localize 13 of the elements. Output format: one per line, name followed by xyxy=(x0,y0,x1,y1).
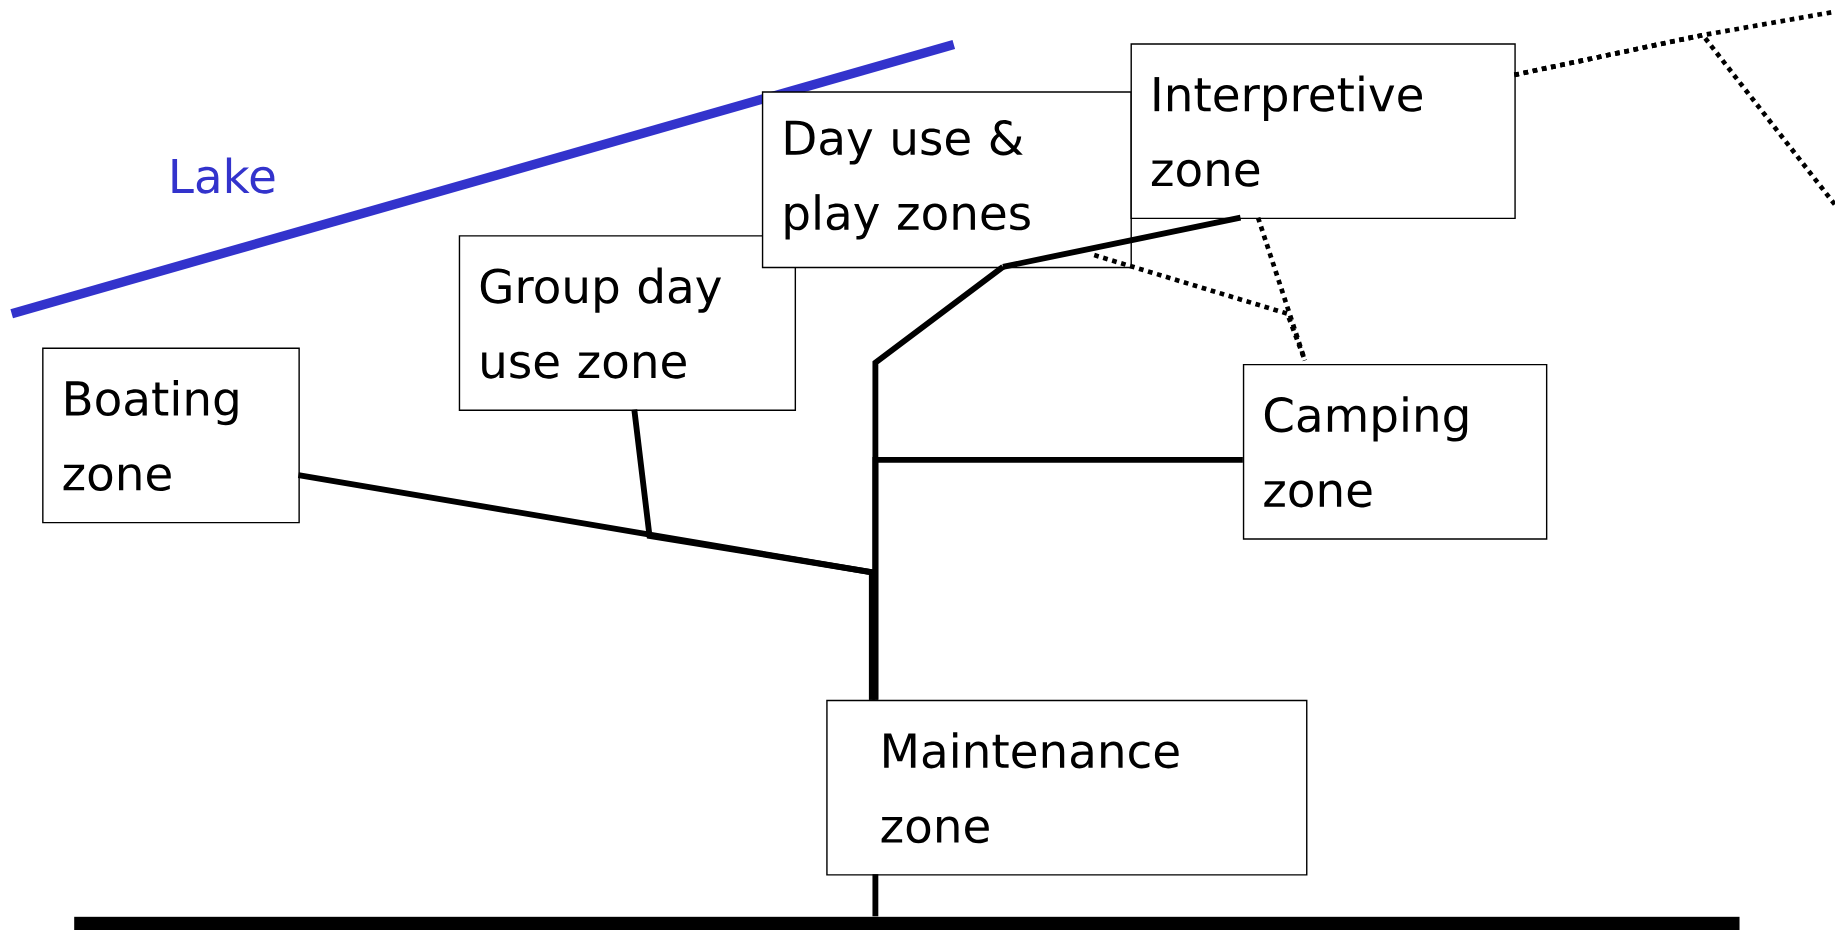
trail-line xyxy=(1255,216,1308,361)
zone-box: Boating zone xyxy=(42,347,300,524)
lake-label: Lake xyxy=(172,157,275,194)
zone-box: Day use & play zones xyxy=(761,91,1132,269)
road-line xyxy=(1002,214,1242,270)
zone-box: Camping zone xyxy=(1242,363,1548,540)
trail-line xyxy=(1513,32,1835,207)
road-line xyxy=(872,264,1005,700)
zone-box: Interpretive zone xyxy=(1130,43,1516,219)
main-road-bar xyxy=(74,916,1740,930)
road-line xyxy=(872,874,879,917)
zone-box: Maintenance zone xyxy=(826,699,1308,876)
road-line xyxy=(631,409,875,700)
